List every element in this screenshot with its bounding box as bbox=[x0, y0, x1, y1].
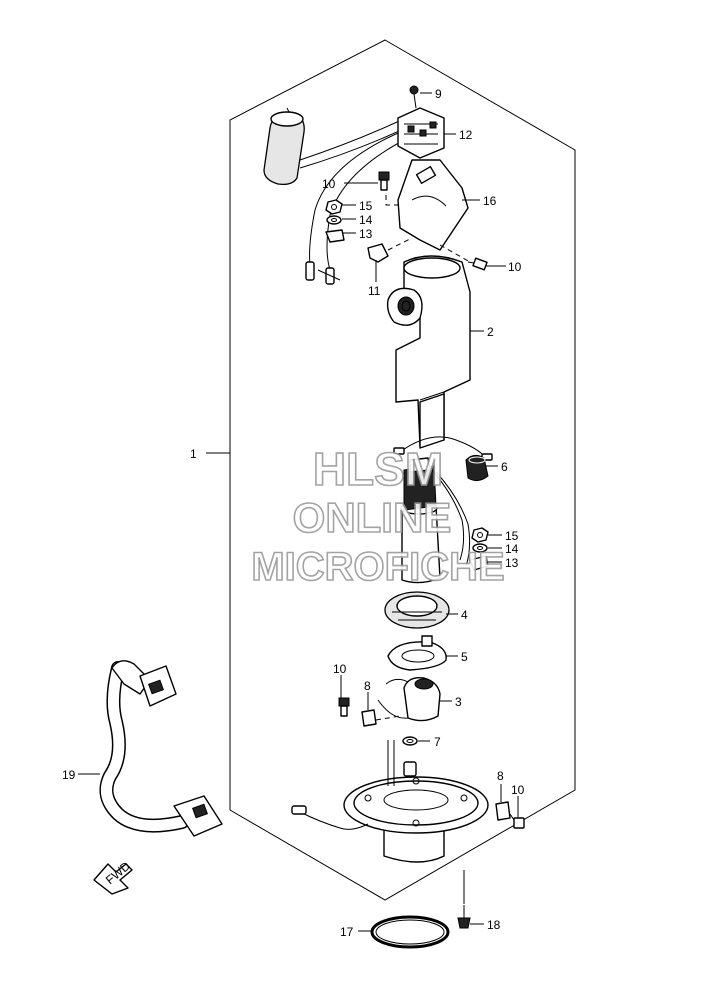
callout-8-right: 8 bbox=[497, 769, 504, 783]
nut-15-upper bbox=[325, 199, 343, 215]
callout-16: 16 bbox=[483, 194, 497, 208]
watermark-line-1: HLSM bbox=[313, 443, 443, 495]
watermark: HLSM ONLINE MICROFICHE bbox=[251, 442, 506, 590]
callout-17: 17 bbox=[340, 925, 354, 939]
bolt-10-right bbox=[467, 257, 488, 271]
pump-wire-c bbox=[435, 471, 471, 567]
leader-lines bbox=[78, 92, 519, 932]
callout-8-left: 8 bbox=[364, 679, 371, 693]
washer-14-lower bbox=[472, 543, 488, 553]
fuel-pump-motor bbox=[400, 457, 441, 584]
bolt-10-lower-right bbox=[509, 813, 525, 829]
grommet-6 bbox=[465, 454, 489, 482]
callout-10-lower: 10 bbox=[511, 783, 525, 797]
callout-5: 5 bbox=[461, 650, 468, 664]
wire-terminal-a bbox=[305, 261, 315, 281]
clip-13-upper bbox=[325, 229, 345, 243]
callout-13-lower: 13 bbox=[505, 556, 519, 570]
sender-wire-a bbox=[309, 127, 411, 266]
nut-15-lower bbox=[471, 527, 489, 543]
callout-15-upper: 15 bbox=[359, 199, 373, 213]
callout-12: 12 bbox=[459, 128, 473, 142]
callout-19: 19 bbox=[62, 768, 76, 782]
callout-10-left: 10 bbox=[333, 662, 347, 676]
assembly-frame bbox=[229, 39, 576, 901]
base-plate bbox=[343, 740, 489, 863]
callout-1: 1 bbox=[190, 447, 197, 461]
callout-11: 11 bbox=[368, 284, 381, 298]
regulator-3 bbox=[377, 677, 441, 722]
callout-4: 4 bbox=[461, 608, 468, 622]
callout-2: 2 bbox=[487, 325, 494, 339]
callout-15-lower: 15 bbox=[505, 529, 519, 543]
screw-9 bbox=[409, 85, 419, 109]
holder-5 bbox=[387, 635, 447, 671]
callout-14-upper: 14 bbox=[359, 213, 373, 227]
washer-14-upper bbox=[326, 215, 342, 225]
base-plate-wire bbox=[299, 811, 369, 830]
callout-3: 3 bbox=[455, 695, 462, 709]
callout-9: 9 bbox=[435, 87, 442, 101]
sender-unit-block bbox=[397, 107, 445, 159]
bolt-10-left bbox=[338, 697, 350, 717]
filter-4 bbox=[384, 591, 450, 629]
pump-wire-a bbox=[399, 436, 487, 459]
fuel-hose-19 bbox=[99, 660, 223, 837]
bolt-18 bbox=[457, 905, 471, 929]
callout-10-right: 10 bbox=[508, 260, 522, 274]
callout-13-upper: 13 bbox=[359, 227, 373, 241]
clip-8-right bbox=[495, 801, 511, 821]
callout-6: 6 bbox=[501, 460, 508, 474]
gasket-17 bbox=[370, 915, 450, 949]
pump-wire-b bbox=[429, 467, 465, 561]
callout-14-lower: 14 bbox=[505, 542, 519, 556]
bolt-10-upper bbox=[378, 171, 390, 191]
pump-holder-2 bbox=[386, 255, 471, 449]
watermark-line-2: ONLINE bbox=[293, 494, 452, 541]
clamp-11 bbox=[367, 243, 389, 263]
bracket-16 bbox=[397, 159, 469, 251]
callout-18: 18 bbox=[487, 918, 501, 932]
callout-7: 7 bbox=[434, 735, 441, 749]
watermark-line-3: MICROFICHE bbox=[251, 545, 504, 589]
o-ring-7 bbox=[402, 736, 418, 746]
callout-10-upper: 10 bbox=[322, 177, 336, 191]
forward-direction-marker: FWD bbox=[93, 859, 133, 895]
fuel-level-float bbox=[263, 107, 415, 186]
callout-labels: 1 2 3 4 5 6 7 8 8 9 10 10 10 10 11 12 13… bbox=[62, 87, 525, 939]
clip-13-lower bbox=[469, 555, 489, 571]
clip-8-left bbox=[361, 700, 377, 727]
